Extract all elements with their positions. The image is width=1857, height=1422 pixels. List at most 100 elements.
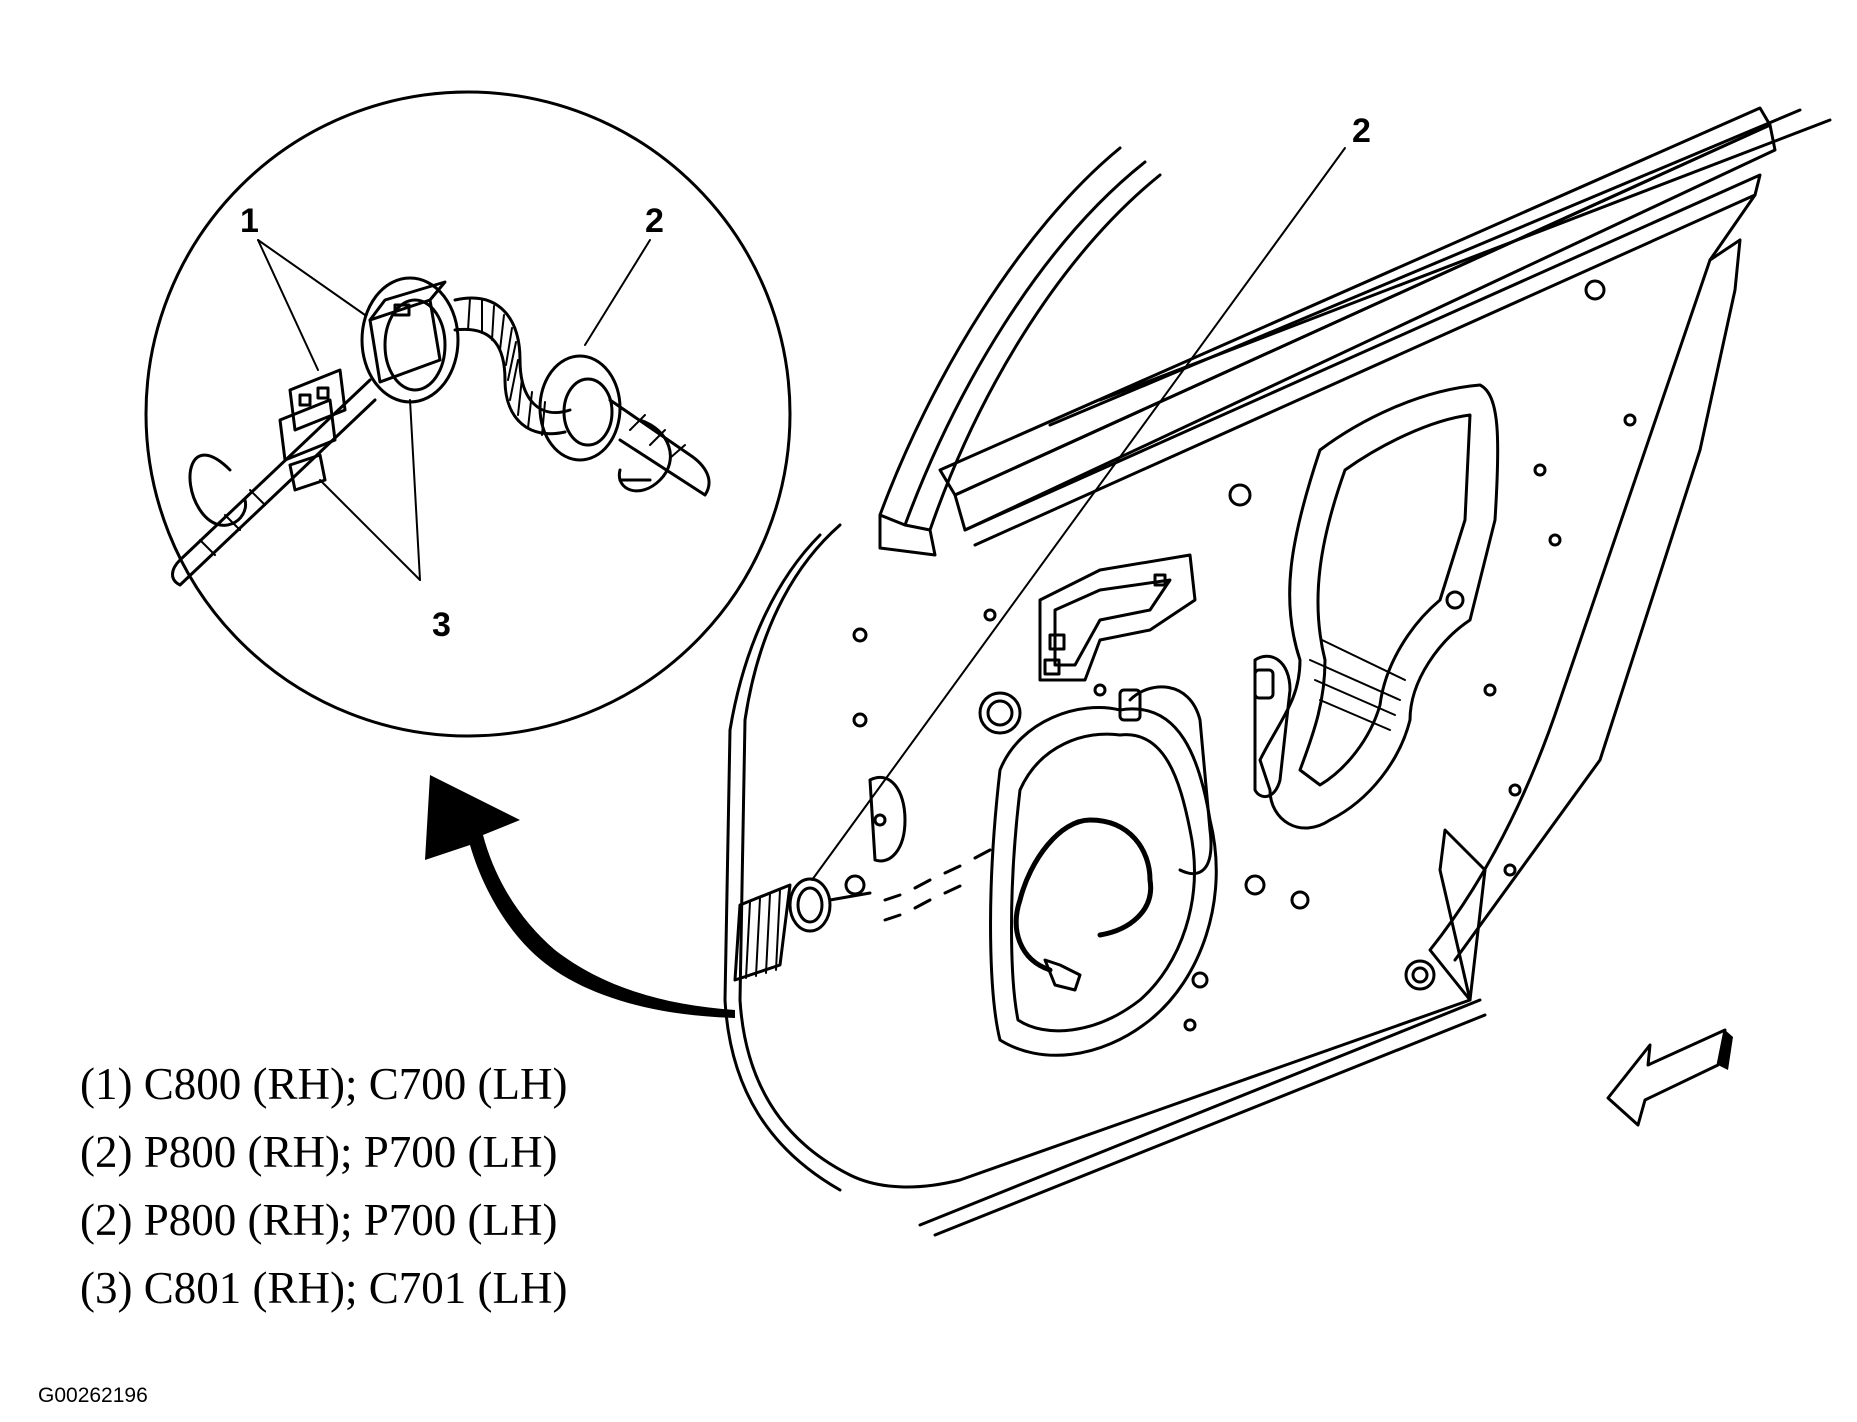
bracket-slot-3 — [1153, 573, 1167, 587]
door-grommet — [733, 874, 872, 982]
figure-id: G00262196 — [38, 1384, 148, 1407]
direction-arrow-shade — [1718, 1030, 1733, 1070]
upper-bracket-inner — [1053, 578, 1172, 667]
detail-wire-loop-left — [188, 453, 247, 527]
detail-grommet-b-inner — [562, 377, 614, 447]
door-edge-cutout — [868, 776, 907, 863]
panel-hole — [1584, 279, 1606, 301]
door-rear-flange — [1453, 238, 1742, 962]
door-outer-flange — [723, 533, 842, 1192]
direction-arrow-icon — [1606, 1028, 1727, 1127]
main-callout-leader — [811, 147, 1346, 881]
panel-hole — [1093, 683, 1107, 697]
panel-hole — [1191, 971, 1209, 989]
legend-item-3: (2) P800 (RH); P700 (LH) — [80, 1195, 558, 1245]
panel-hole — [1503, 863, 1517, 877]
curved-arrow-icon — [425, 775, 735, 1018]
detail-circle-icon: 1 2 3 — [144, 90, 792, 738]
regulator-channel — [1128, 685, 1213, 876]
leader-2 — [584, 239, 651, 346]
panel-hole — [873, 813, 887, 827]
callout-1: 1 — [240, 202, 259, 240]
detail-circle — [144, 90, 792, 738]
leader-3b — [319, 479, 421, 581]
inner-panel-lower-inner — [1010, 732, 1196, 1033]
detail-wire-tape — [629, 414, 686, 459]
b-pillar — [878, 513, 937, 557]
panel-hole — [983, 608, 997, 622]
legend-item-4: (3) C801 (RH); C701 (LH) — [80, 1263, 568, 1313]
upper-bracket — [1038, 553, 1197, 682]
callout-main-2: 2 — [1352, 112, 1371, 150]
panel-hole — [852, 627, 868, 643]
grommet-boot-ribs — [745, 889, 781, 979]
bracket-slot-1 — [1048, 633, 1066, 651]
door-bottom-edge-2 — [933, 1013, 1487, 1237]
detail-grommet-a-inner — [383, 298, 447, 392]
window-frame-mid — [903, 160, 1147, 527]
detail-wire-left — [171, 378, 377, 587]
door-rear-edge — [1438, 828, 1487, 1002]
harness-dashed-lower — [883, 884, 962, 922]
belt-rail-top-edge — [1048, 108, 1802, 427]
detail-connector-large — [368, 298, 442, 384]
legend-item-2: (2) P800 (RH); P700 (LH) — [80, 1127, 558, 1177]
detail-conduit-2 — [453, 327, 567, 436]
panel-hole — [986, 699, 1014, 727]
bracket-slot-2 — [1043, 658, 1061, 676]
panel-hole — [1183, 1018, 1197, 1032]
clip-2 — [1253, 668, 1275, 700]
access-opening — [1258, 383, 1500, 830]
window-frame-outer — [878, 146, 1122, 517]
connector-legend: (1) C800 (RH); C700 (LH) (2) P800 (RH); … — [80, 1050, 567, 1322]
panel-hole — [1228, 483, 1252, 507]
door-outer-panel — [738, 193, 1757, 1189]
detail-conduit-ribs — [467, 297, 546, 436]
panel-hole — [1445, 590, 1465, 610]
grommet-ring — [788, 877, 832, 933]
rear-door-illustration — [723, 106, 1832, 1237]
detail-connector-small-2 — [278, 398, 337, 462]
callout-2: 2 — [645, 202, 664, 240]
door-harness-connector — [1043, 958, 1082, 992]
detail-connector-tab — [298, 393, 312, 407]
leader-1b — [257, 239, 319, 371]
door-bottom-edge — [918, 998, 1482, 1227]
panel-hole — [1411, 966, 1429, 984]
regulator-channel-2 — [1253, 654, 1292, 799]
panel-hole — [1290, 890, 1310, 910]
legend-item-1: (1) C800 (RH); C700 (LH) — [80, 1059, 568, 1109]
detail-wire-loop-right — [617, 418, 672, 493]
panel-hole — [978, 691, 1022, 735]
grommet-ring-inner — [796, 886, 824, 924]
harness-dashed — [883, 848, 992, 902]
detail-wire-out — [608, 398, 711, 497]
panel-hole — [1548, 533, 1562, 547]
belt-rail-edge — [963, 173, 1762, 547]
leader-1a — [257, 239, 366, 316]
detail-harness — [171, 276, 711, 587]
panel-hole — [852, 712, 868, 728]
opening-shading — [1309, 639, 1406, 731]
panel-hole — [1483, 683, 1497, 697]
access-opening-inner — [1298, 413, 1472, 787]
grommet-wire — [828, 891, 872, 902]
door-harness — [1013, 817, 1154, 973]
grommet-hole — [844, 874, 866, 896]
leader-3a — [409, 399, 421, 581]
panel-hole — [1508, 783, 1522, 797]
belt-rail-top-edge-2 — [1098, 118, 1832, 402]
panel-hole — [1623, 413, 1637, 427]
detail-connector-tab — [316, 386, 330, 400]
panel-hole — [1533, 463, 1547, 477]
clip-1 — [1118, 688, 1142, 722]
detail-connector-bottom — [288, 453, 327, 492]
panel-hole — [1404, 959, 1436, 991]
window-frame-inner — [928, 173, 1162, 532]
detail-connector-small — [288, 368, 347, 432]
grommet-boot — [733, 883, 792, 982]
panel-hole — [1244, 874, 1266, 896]
detail-leaders — [257, 239, 651, 581]
